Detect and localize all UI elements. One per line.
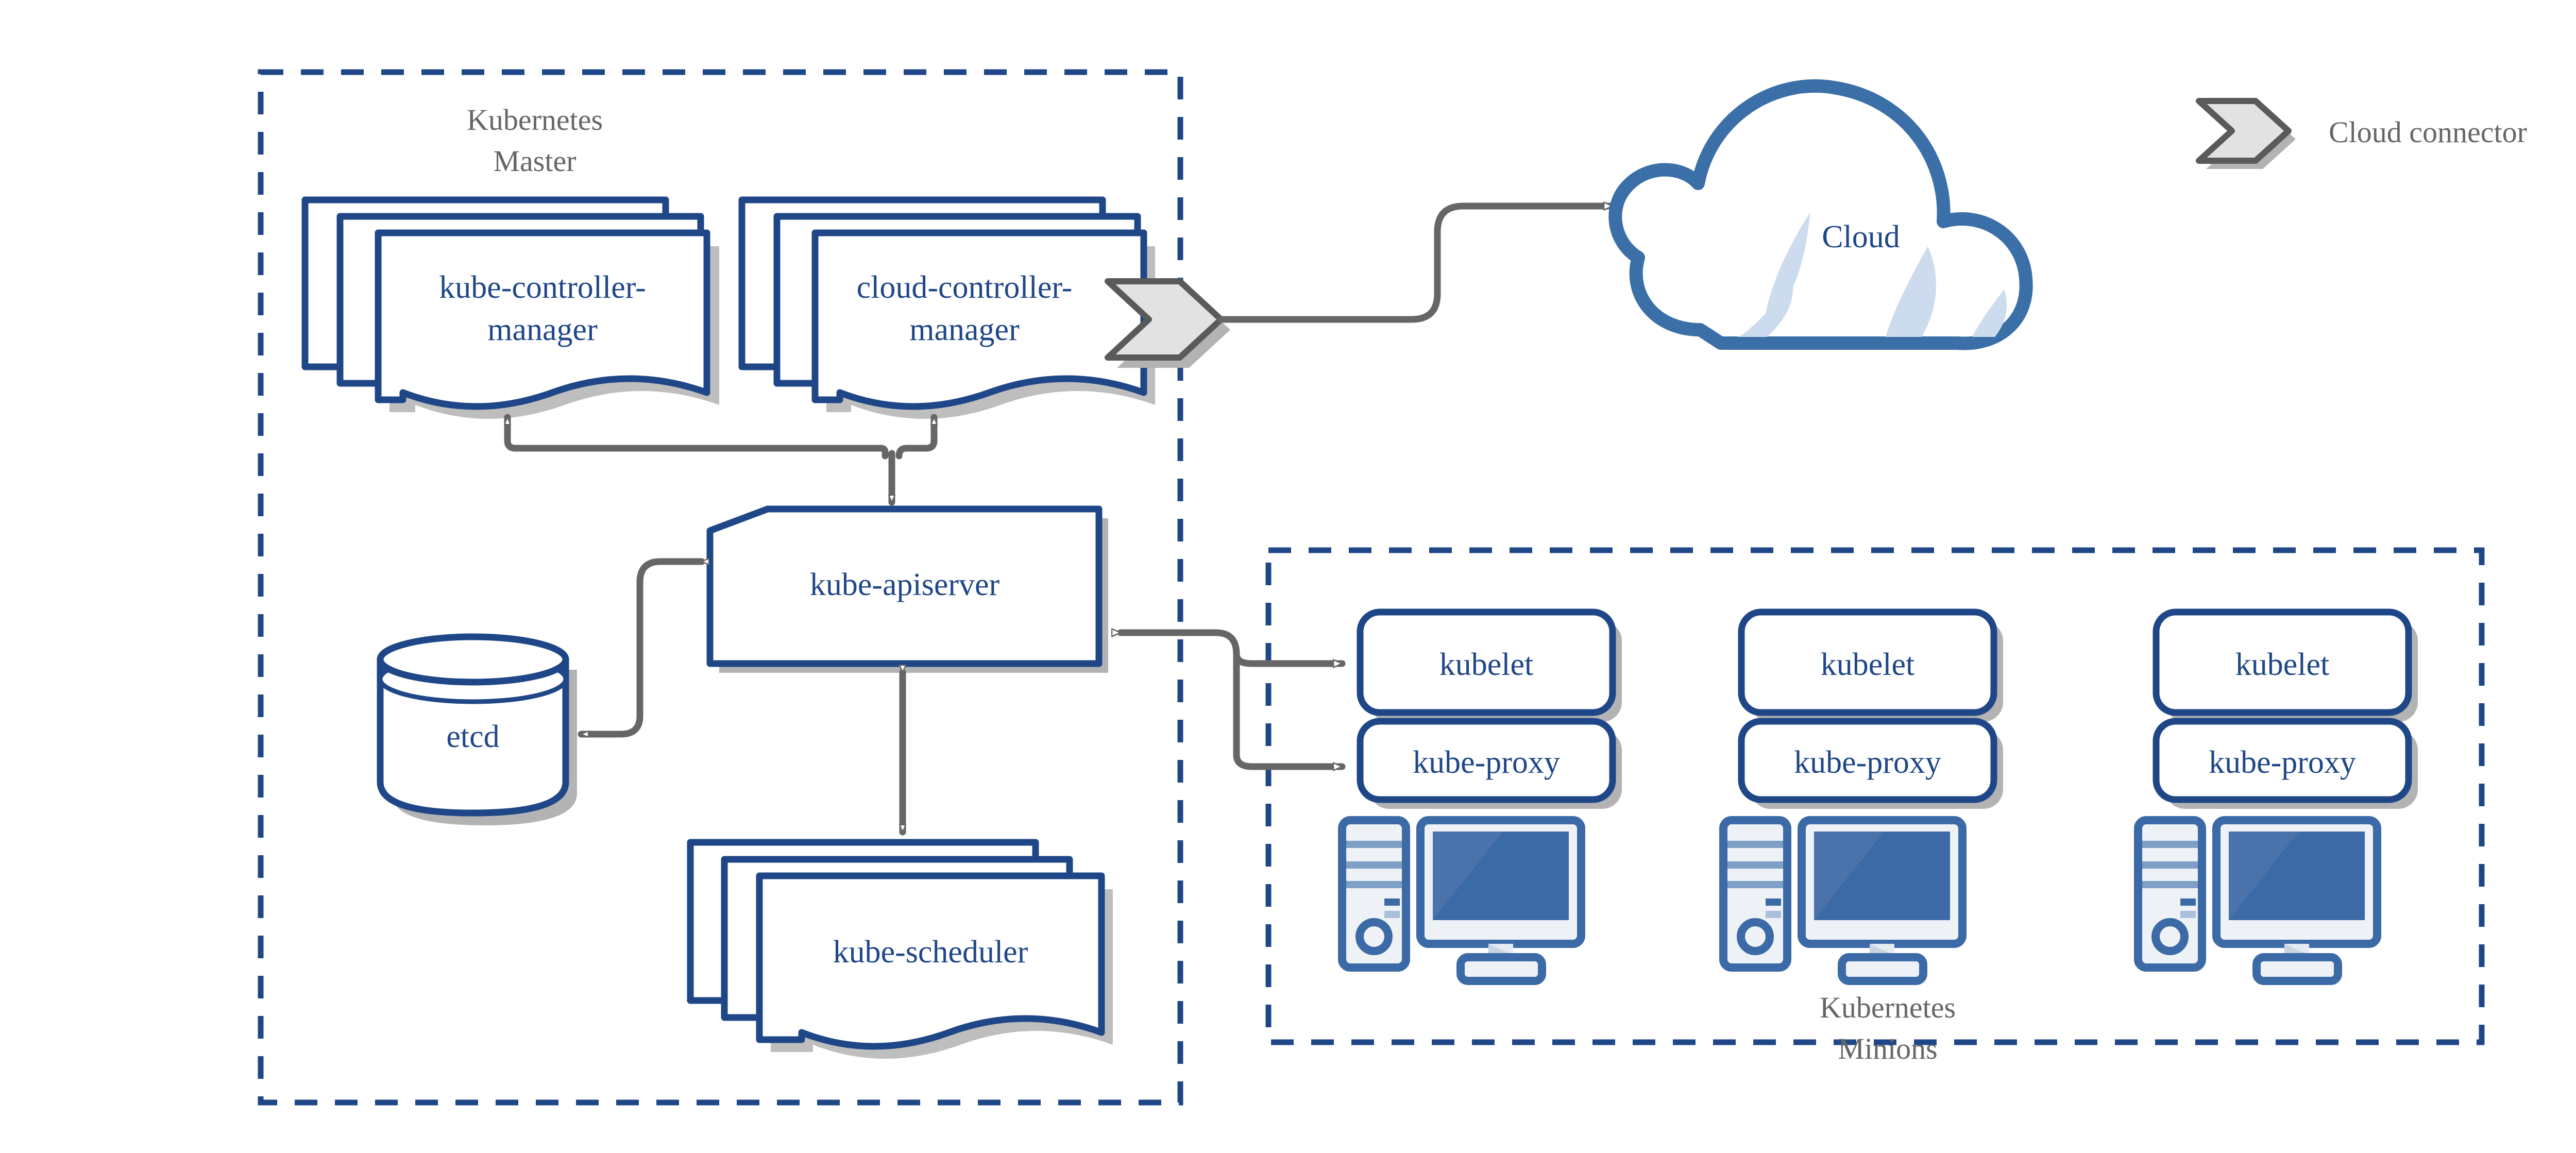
- legend-cloud-connector: Cloud connector: [2196, 98, 2527, 169]
- doc-sheet-front: [375, 229, 710, 410]
- branch-to-kubelet: [1233, 651, 1346, 664]
- cloud-controller-manager[interactable]: cloud-controller- manager: [738, 196, 1155, 419]
- cloud-controller-manager-label-2: manager: [909, 312, 1020, 347]
- kubelet-box[interactable]: [1357, 608, 1616, 716]
- desktop-computer-icon: [2134, 816, 2381, 985]
- minion-node-1[interactable]: kubelet kube-proxy: [1338, 608, 1622, 985]
- kube-controller-manager-label-2: manager: [487, 312, 598, 347]
- riser-to-ccm: [895, 414, 934, 460]
- cloud-accent-2: [1737, 284, 1793, 337]
- branch-to-kube-proxy: [1233, 657, 1346, 767]
- kube-proxy-label: kube-proxy: [2209, 745, 2356, 780]
- cloud-outline: [1608, 79, 2033, 350]
- desktop-computer-icon: [1719, 816, 1967, 985]
- kubelet-label: kubelet: [1821, 647, 1915, 682]
- minion-node-3[interactable]: kubelet kube-proxy: [2134, 608, 2418, 985]
- kubelet-label: kubelet: [1439, 647, 1534, 682]
- kube-controller-manager[interactable]: kube-controller- manager: [301, 196, 719, 419]
- kube-scheduler-label: kube-scheduler: [833, 935, 1028, 970]
- cloud-accent-3: [1886, 246, 1936, 337]
- kube-apiserver[interactable]: kube-apiserver: [706, 505, 1108, 673]
- kube-controller-manager-label-1: kube-controller-: [439, 270, 646, 305]
- kubernetes-minions-group: [1265, 547, 2485, 1045]
- etcd-label: etcd: [446, 719, 499, 754]
- cloud-label: Cloud: [1822, 219, 1900, 255]
- kube-proxy-box[interactable]: [1357, 718, 1616, 803]
- etcd[interactable]: etcd: [377, 633, 577, 825]
- cloud-connector-chevron-icon[interactable]: [1105, 278, 1230, 368]
- kube-proxy-box[interactable]: [2153, 718, 2412, 803]
- minions-label-line2: Minions: [1838, 1032, 1937, 1065]
- kube-proxy-box[interactable]: [1738, 718, 1997, 803]
- etcd-rim-upper: [377, 633, 569, 686]
- desktop-computer-icon: [1338, 816, 1585, 985]
- kube-proxy-label: kube-proxy: [1413, 745, 1560, 780]
- kubelet-box[interactable]: [2153, 608, 2412, 716]
- cloud-accent-4: [1972, 290, 2007, 337]
- riser-to-kcm: [507, 414, 889, 460]
- doc-sheet-front: [756, 872, 1105, 1050]
- kubelet-label: kubelet: [2235, 647, 2330, 682]
- cloud-controller-manager-label-1: cloud-controller-: [857, 270, 1073, 305]
- minion-node-2[interactable]: kubelet kube-proxy: [1719, 608, 2003, 985]
- kube-scheduler[interactable]: kube-scheduler: [687, 839, 1113, 1059]
- legend-label: Cloud connector: [2329, 115, 2527, 149]
- master-dashed-border: [258, 69, 1183, 1106]
- kube-apiserver-label: kube-apiserver: [810, 567, 1000, 602]
- cloud-shape[interactable]: Cloud: [1608, 79, 2033, 350]
- chevron-shape: [1105, 278, 1224, 361]
- connector-apiserver-etcd: [578, 562, 702, 734]
- connector-apiserver-to-minions: [1121, 633, 1346, 767]
- minions-dashed-border: [1265, 547, 2485, 1045]
- cloud-connector-icon: [2196, 98, 2292, 164]
- apiserver-box: [706, 505, 1103, 667]
- kube-proxy-label: kube-proxy: [1794, 745, 1941, 780]
- minions-label-line1: Kubernetes: [1820, 991, 1956, 1024]
- kubernetes-master-group: Kubernetes Master: [258, 69, 1183, 1106]
- master-label-line2: Master: [493, 144, 576, 178]
- master-label-line1: Kubernetes: [467, 103, 603, 137]
- doc-sheet-front: [811, 229, 1147, 410]
- cloud-accent-1: [1765, 212, 1810, 315]
- connector-apiserver-to-controllers: [507, 414, 934, 506]
- connector-ccm-to-cloud: [1217, 206, 1616, 323]
- kubelet-box[interactable]: [1738, 608, 1997, 716]
